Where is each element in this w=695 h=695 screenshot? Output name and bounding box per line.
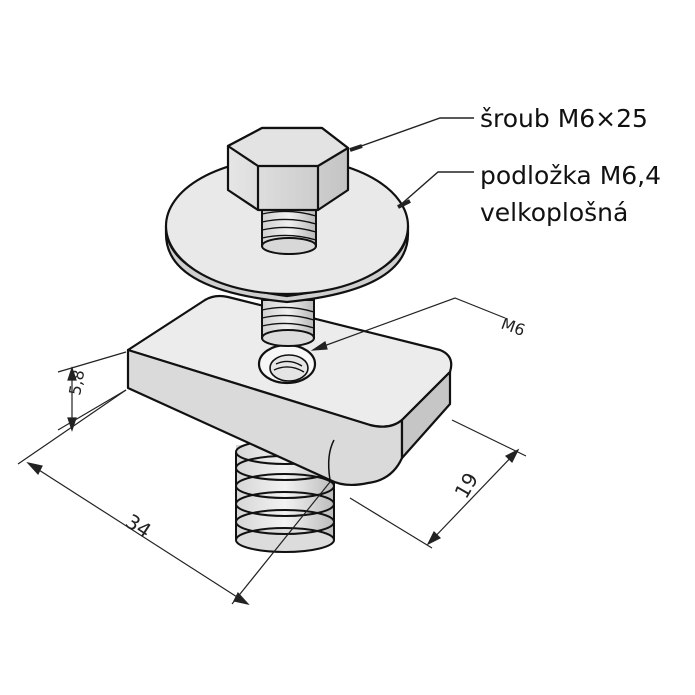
channel-nut: [126, 294, 453, 487]
bolt-thread: [261, 203, 317, 255]
screw-callout: šroub M6×25: [480, 104, 648, 133]
bolt-head: [226, 126, 350, 212]
dimension-height: [57, 351, 127, 432]
dimension-length: [17, 389, 331, 605]
bolt-shank: [261, 299, 315, 347]
washer-callout-line2: velkoplošná: [480, 198, 629, 227]
dimension-height-label: 5,8: [65, 368, 88, 396]
callout-leaders: [349, 117, 474, 209]
washer-callout: podložka M6,4: [480, 161, 662, 190]
dimension-width-label: 19: [450, 468, 484, 502]
thread-leader: [310, 297, 506, 351]
thread-label: M6: [499, 314, 528, 340]
dimension-width: [349, 419, 527, 549]
dimension-length-label: 34: [121, 509, 155, 543]
